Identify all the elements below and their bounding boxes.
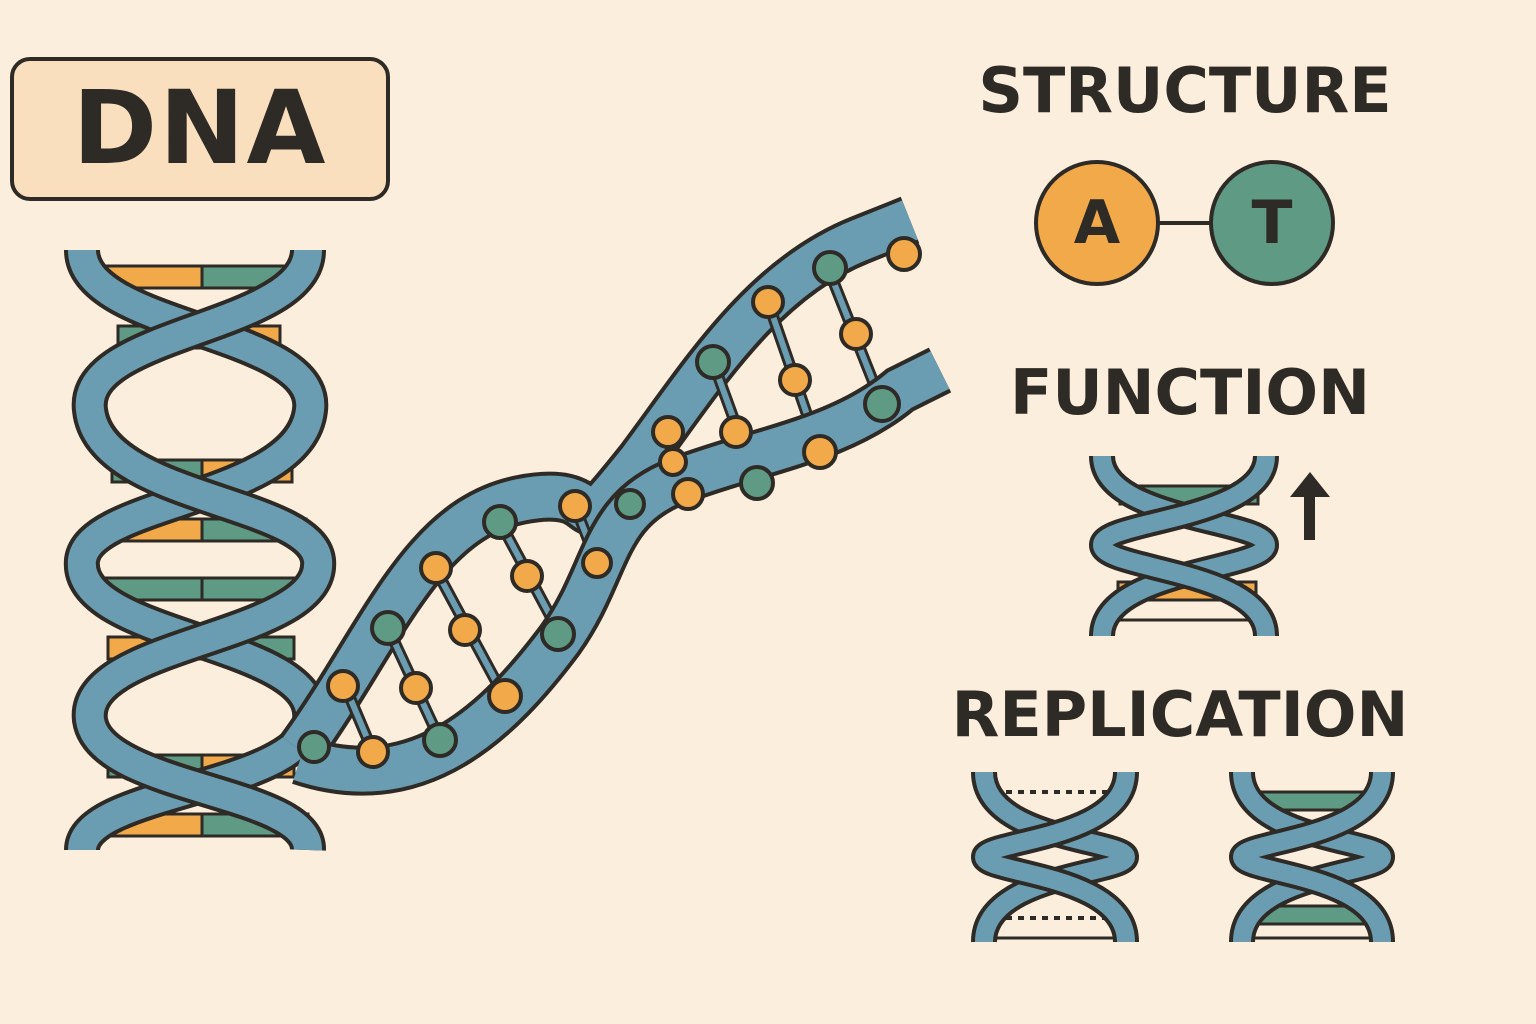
- adenine-label: A: [1073, 188, 1121, 258]
- adenine-base: A: [1034, 160, 1160, 286]
- vertical-double-helix-icon: [64, 247, 336, 854]
- replication-heading: REPLICATION: [951, 678, 1409, 751]
- page-title: DNA: [72, 69, 328, 188]
- up-arrow-icon: [1290, 472, 1330, 540]
- function-heading: FUNCTION: [1009, 356, 1371, 429]
- structure-heading: STRUCTURE: [978, 54, 1392, 127]
- function-helix-icon: [1088, 454, 1280, 638]
- replication-helix-right-icon: [1228, 770, 1396, 944]
- diagonal-double-helix-icon: [279, 196, 952, 796]
- replication-helix-left-icon: [970, 770, 1140, 944]
- title-box: DNA: [10, 57, 390, 201]
- thymine-label: T: [1251, 188, 1293, 258]
- thymine-base: T: [1209, 160, 1335, 286]
- base-pair-bond: [1158, 221, 1211, 225]
